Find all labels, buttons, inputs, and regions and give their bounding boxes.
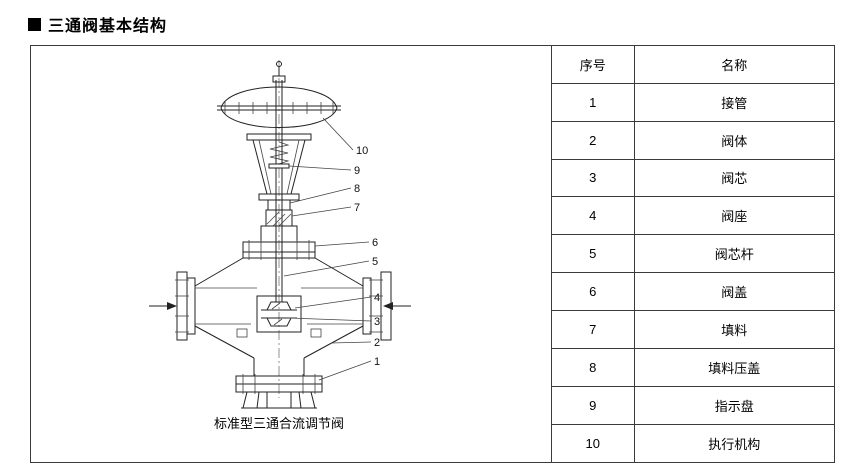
table-row: 9 指示盘 — [552, 386, 834, 426]
table-row: 3 阀芯 — [552, 158, 834, 198]
callout-leader-lines — [283, 117, 372, 381]
table-row: 2 阀体 — [552, 120, 834, 160]
flow-arrow-left — [149, 302, 177, 310]
table-row: 5 阀芯杆 — [552, 234, 834, 274]
cell-name: 阀座 — [633, 196, 834, 236]
cell-num: 2 — [552, 120, 635, 160]
table-header-row: 序号 名称 — [552, 46, 834, 84]
cell-name: 接管 — [633, 82, 834, 122]
table-row: 7 填料 — [552, 310, 834, 350]
callout-2: 2 — [374, 337, 380, 349]
page-title: 三通阀基本结构 — [28, 12, 167, 36]
title-bullet-icon — [28, 17, 41, 31]
callout-4: 4 — [374, 292, 380, 304]
cell-name: 阀盖 — [633, 272, 834, 312]
cell-name: 阀芯 — [633, 158, 834, 198]
diagram-caption: 标准型三通合流调节阀 — [214, 416, 344, 431]
table-row: 6 阀盖 — [552, 272, 834, 312]
callout-8: 8 — [354, 183, 360, 195]
valve-body-shape — [175, 257, 392, 376]
cell-num: 5 — [552, 234, 635, 274]
cell-num: 8 — [552, 348, 635, 388]
callout-7: 7 — [354, 202, 360, 214]
cell-num: 7 — [552, 310, 635, 350]
header-num: 序号 — [552, 46, 635, 84]
parts-table-area: 序号 名称 1 接管 2 阀体 3 阀芯 — [551, 46, 834, 462]
flow-arrow-right — [383, 302, 411, 310]
callout-6: 6 — [372, 237, 378, 249]
table-row: 10 执行机构 — [552, 424, 834, 462]
cell-num: 1 — [552, 82, 635, 122]
table-row: 8 填料压盖 — [552, 348, 834, 388]
cell-num: 6 — [552, 272, 635, 312]
callout-9: 9 — [354, 165, 360, 177]
actuator-shape — [217, 61, 341, 128]
callout-1: 1 — [374, 356, 380, 368]
table-row: 4 阀座 — [552, 196, 834, 236]
cell-name: 指示盘 — [633, 386, 834, 426]
spring-shape — [269, 141, 290, 165]
cell-num: 4 — [552, 196, 635, 236]
callout-3: 3 — [374, 316, 380, 328]
parts-table: 序号 名称 1 接管 2 阀体 3 阀芯 — [552, 46, 834, 462]
callout-5: 5 — [372, 256, 378, 268]
cell-name: 阀体 — [633, 120, 834, 160]
bottom-pipe-shape — [235, 374, 323, 409]
cell-num: 3 — [552, 158, 635, 198]
cell-name: 填料 — [633, 310, 834, 350]
cell-num: 9 — [552, 386, 635, 426]
bonnet-shape — [242, 225, 316, 260]
content-box: 10 9 8 7 6 5 4 3 2 1 标准型三通合流调节阀 — [30, 45, 835, 463]
cell-name: 阀芯杆 — [633, 234, 834, 274]
indicator-disc-shape — [268, 163, 290, 169]
callout-numbers: 10 9 8 7 6 5 4 3 2 1 — [354, 145, 380, 368]
page-title-text: 三通阀基本结构 — [48, 18, 168, 35]
valve-diagram-area: 10 9 8 7 6 5 4 3 2 1 标准型三通合流调节阀 — [31, 46, 551, 462]
cell-name: 执行机构 — [633, 424, 834, 462]
table-row: 1 接管 — [552, 82, 834, 122]
header-name: 名称 — [633, 46, 834, 84]
callout-10: 10 — [356, 145, 368, 157]
valve-diagram: 10 9 8 7 6 5 4 3 2 1 标准型三通合流调节阀 — [149, 60, 411, 431]
valve-stem-shape — [275, 80, 283, 302]
cell-name: 填料压盖 — [633, 348, 834, 388]
cell-num: 10 — [552, 424, 635, 462]
